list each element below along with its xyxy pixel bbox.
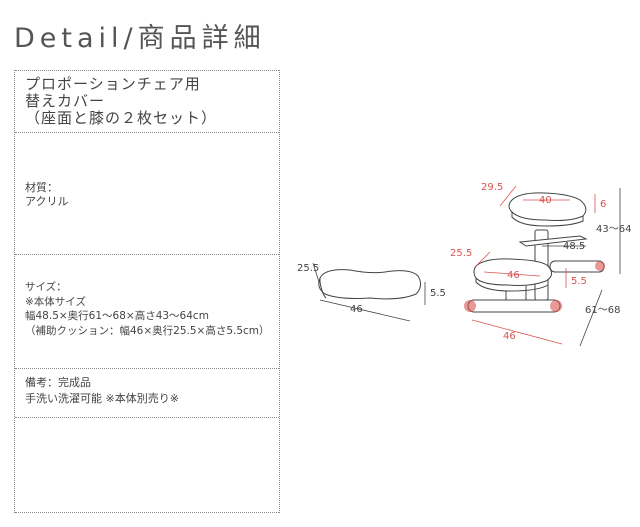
material-value: アクリル — [25, 195, 69, 208]
size-cushion: （補助クッション：幅46×奥行25.5×高さ5.5cm） — [25, 324, 270, 337]
page-title: Detail/商品詳細 — [14, 23, 266, 54]
chair-width-label: 48.5 — [563, 241, 585, 252]
remarks-line: 備考：完成品 — [25, 376, 91, 389]
seat-depth-label: 29.5 — [481, 182, 503, 193]
remarks-line: 手洗い洗濯可能 ※本体別売り※ — [25, 392, 179, 405]
chair-height-label: 43〜64 — [596, 224, 631, 235]
chair-depth-label: 61〜68 — [585, 305, 620, 316]
cushion-height-label: 5.5 — [430, 288, 446, 299]
foot-cap — [550, 300, 562, 312]
spec-table: プロポーションチェア用 替えカバー （座面と膝の２枚セット） 材質： アクリル … — [14, 70, 280, 513]
foot-cap — [595, 261, 605, 271]
dimension-line — [475, 251, 491, 267]
knee-height-label: 5.5 — [571, 276, 587, 287]
table-divider — [15, 254, 279, 255]
table-divider — [15, 512, 279, 513]
dimension-line — [499, 185, 517, 207]
product-name: プロポーションチェア用 替えカバー （座面と膝の２枚セット） — [25, 76, 275, 127]
product-name-line: 替えカバー — [25, 92, 106, 110]
material-label: 材質： — [25, 181, 58, 194]
product-dimension-diagram: 25.5 46 5.5 29.5 40 6 48.5 25.5 46 5.5 4… — [297, 182, 631, 347]
material-spec: 材質： アクリル — [25, 181, 275, 209]
dimension-line — [319, 299, 411, 322]
foot-cap — [464, 300, 476, 312]
product-name-line: （座面と膝の２枚セット） — [25, 109, 218, 127]
product-name-line: プロポーションチェア用 — [25, 75, 201, 93]
knee-depth-label: 25.5 — [450, 248, 472, 259]
table-divider — [15, 70, 279, 71]
remarks: 備考：完成品 手洗い洗濯可能 ※本体別売り※ — [25, 375, 275, 407]
dimension-line — [579, 289, 603, 347]
seat-width-label: 40 — [539, 195, 552, 206]
table-divider — [15, 132, 279, 133]
cushion-width-label: 46 — [350, 304, 363, 315]
chair-illustration — [467, 192, 605, 313]
cushion-illustration — [318, 269, 422, 300]
size-main: 幅48.5×奥行61〜68×高さ43〜64cm — [25, 310, 209, 322]
seat-thickness-label: 6 — [600, 199, 606, 210]
dimension-line — [471, 319, 563, 345]
size-spec: サイズ： ※本体サイズ 幅48.5×奥行61〜68×高さ43〜64cm （補助ク… — [25, 280, 275, 338]
table-divider — [15, 368, 279, 369]
dimension-line — [483, 271, 541, 277]
knee-width-label: 46 — [507, 270, 520, 281]
dimension-line — [312, 262, 320, 283]
cushion-depth-label: 25.5 — [297, 263, 319, 274]
size-label: サイズ： — [25, 281, 67, 293]
base-width-label: 46 — [503, 331, 516, 342]
table-divider — [15, 417, 279, 418]
size-note: ※本体サイズ — [25, 295, 86, 308]
